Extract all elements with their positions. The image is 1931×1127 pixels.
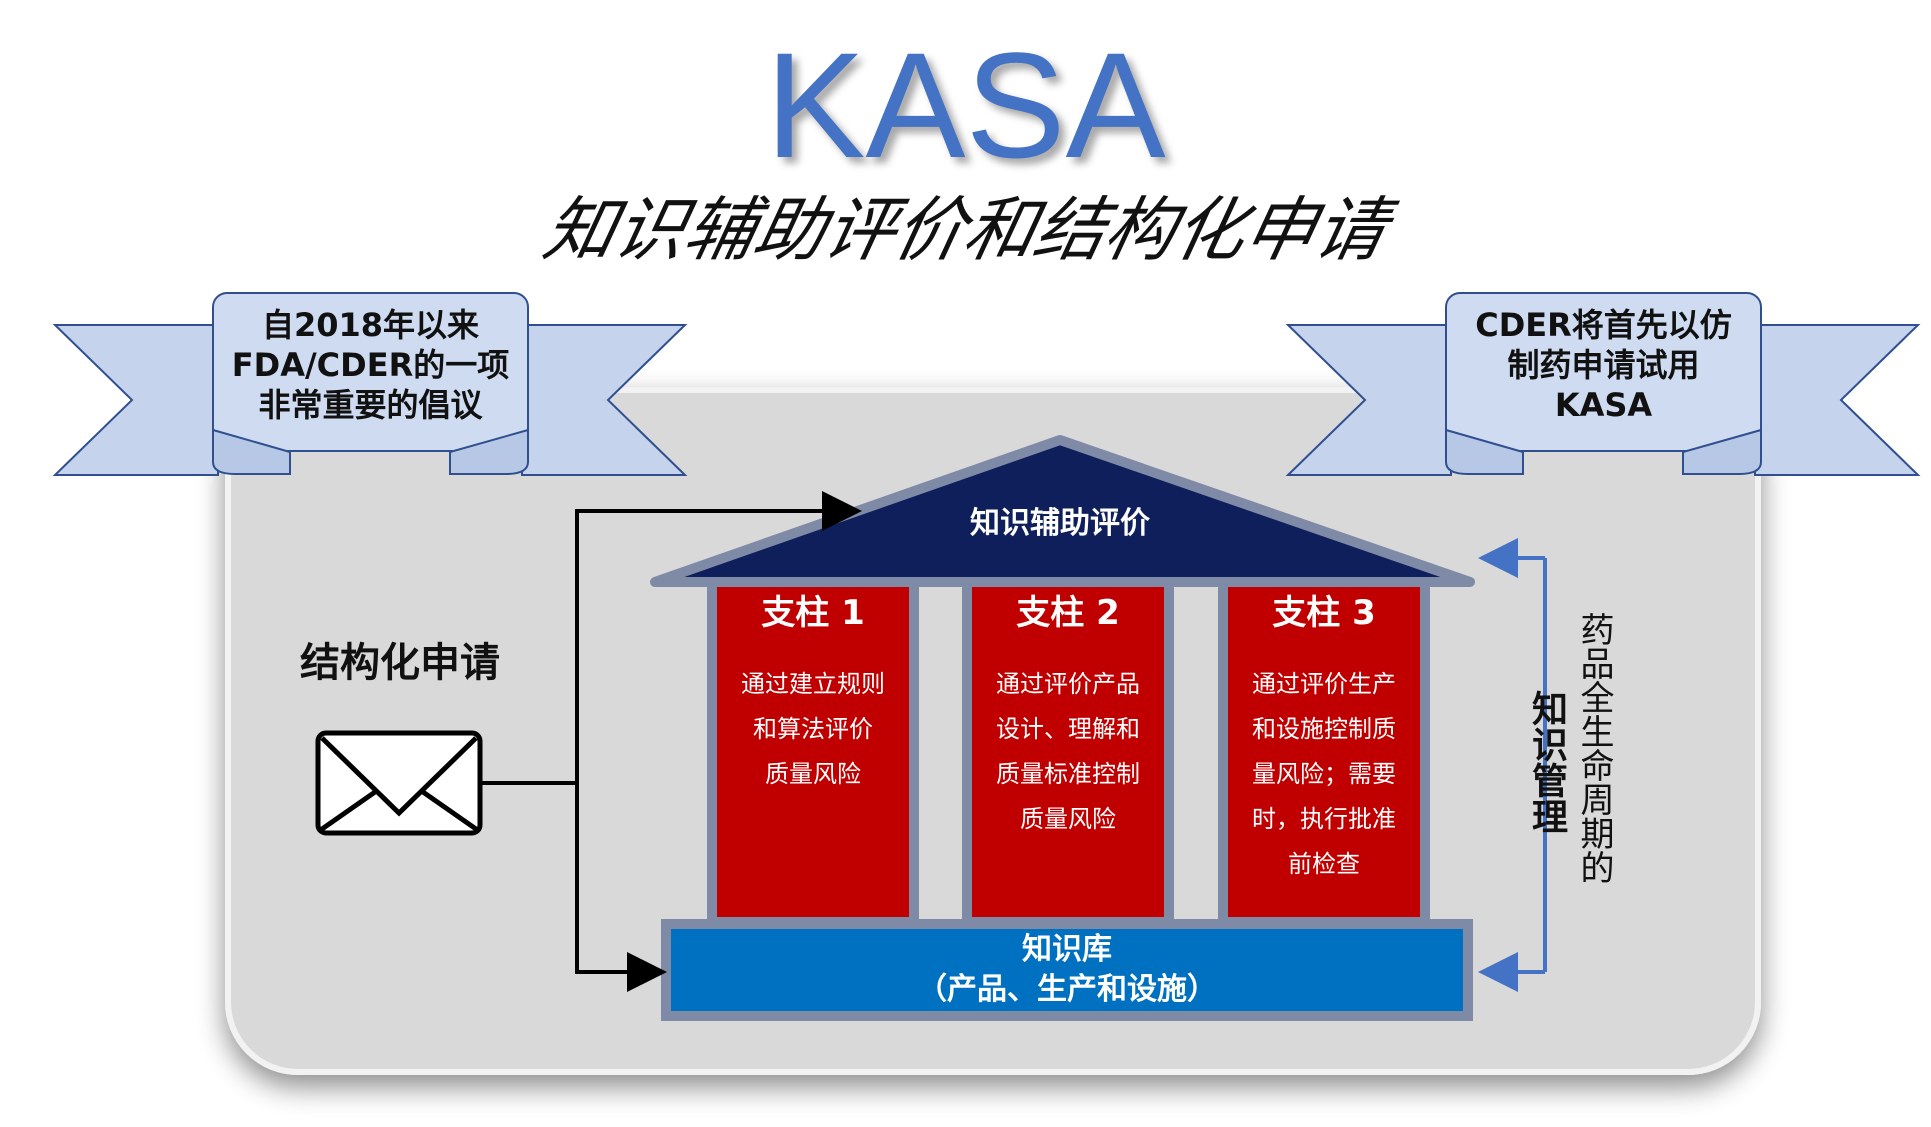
pillar-2: 支柱 2 通过评价产品 设计、理解和 质量标准控制 质量风险 [967, 585, 1169, 842]
pillar-1-line: 和算法评价 [753, 715, 873, 743]
pillar-2-description: 通过评价产品 设计、理解和 质量标准控制 质量风险 [967, 662, 1169, 842]
envelope-icon [315, 730, 483, 836]
roof-label: 知识辅助评价 [970, 506, 1150, 541]
pillar-1-description: 通过建立规则 和算法评价 质量风险 [712, 662, 914, 797]
pillar-3-line: 和设施控制质 [1252, 715, 1396, 743]
pillar-2-line: 通过评价产品 [996, 670, 1140, 698]
lifecycle-bracket [1478, 538, 1547, 992]
pillar-3-description: 通过评价生产 和设施控制质 量风险；需要 时，执行批准 前检查 [1223, 662, 1425, 887]
right-banner-line: 制药申请试用 [1507, 346, 1700, 384]
pillar-2-title: 支柱 2 [1016, 593, 1120, 633]
structured-submission-label: 结构化申请 [300, 640, 500, 686]
left-banner-line: 非常重要的倡议 [258, 386, 483, 424]
right-banner-text: CDER将首先以仿 制药申请试用 KASA [1446, 305, 1761, 425]
pillar-1: 支柱 1 通过建立规则 和算法评价 质量风险 [712, 585, 914, 797]
pillar-1-line: 质量风险 [765, 760, 861, 788]
left-ribbon-banner [52, 292, 688, 476]
pillar-3-line: 前检查 [1288, 850, 1360, 878]
lifecycle-label-line-2: 知识管理 [1526, 690, 1567, 834]
pillar-3: 支柱 3 通过评价生产 和设施控制质 量风险；需要 时，执行批准 前检查 [1223, 585, 1425, 887]
pillar-3-line: 时，执行批准 [1252, 805, 1396, 833]
lifecycle-label-line-1: 药品全生命周期的 [1574, 612, 1614, 884]
pillar-3-title: 支柱 3 [1272, 593, 1376, 633]
left-banner-line: 自2018年以来 [261, 306, 480, 344]
pillar-2-line: 质量风险 [1020, 805, 1116, 833]
knowledge-base-title: 知识库 [1022, 932, 1112, 967]
pillar-2-line: 质量标准控制 [996, 760, 1140, 788]
pillar-1-title: 支柱 1 [761, 593, 865, 633]
knowledge-base-subtitle: （产品、生产和设施） [917, 972, 1217, 1007]
base-foundation [661, 919, 1473, 1021]
right-banner-line: KASA [1554, 386, 1653, 424]
pillar-2-shape [962, 577, 1174, 927]
left-banner-line: FDA/CDER的一项 [231, 346, 510, 384]
left-banner-text: 自2018年以来 FDA/CDER的一项 非常重要的倡议 [213, 305, 528, 425]
right-banner-line: CDER将首先以仿 [1475, 306, 1732, 344]
pillar-1-line: 通过建立规则 [741, 670, 885, 698]
pillar-3-line: 通过评价生产 [1252, 670, 1396, 698]
page-title: KASA [765, 21, 1166, 189]
pillar-3-line: 量风险；需要 [1252, 760, 1396, 788]
knowledge-base-label: 知识库 （产品、生产和设施） [666, 930, 1468, 1010]
structured-submission-arrows [480, 491, 862, 992]
pillar-2-line: 设计、理解和 [996, 715, 1140, 743]
right-ribbon-banner [1285, 292, 1921, 476]
pillar-1-shape [707, 577, 919, 927]
